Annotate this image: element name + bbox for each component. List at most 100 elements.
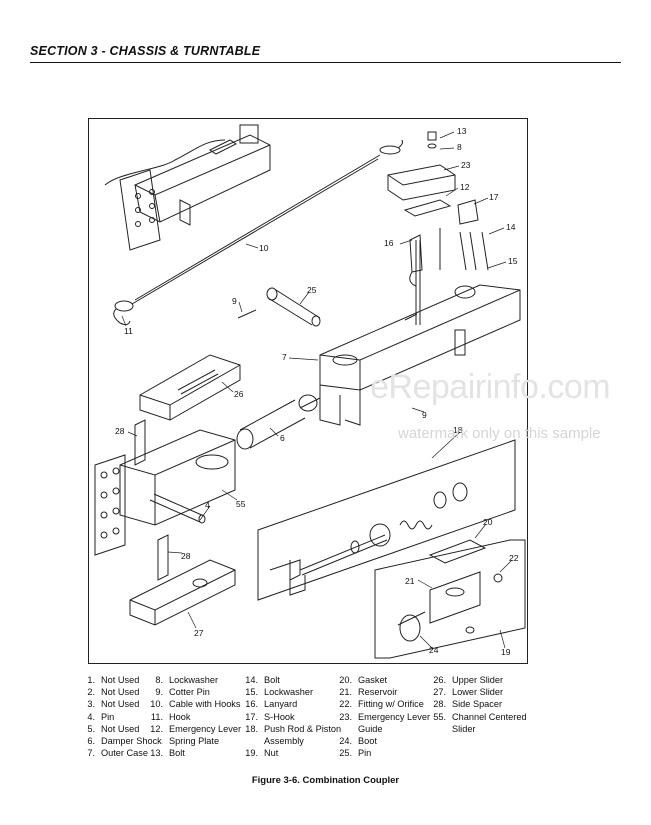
callout-22: 22 bbox=[509, 553, 519, 563]
legend-item-text: Channel Centered bbox=[452, 711, 527, 722]
legend-item-number: 22. bbox=[339, 699, 352, 710]
callout-9: 9 bbox=[232, 296, 237, 306]
callout-11: 11 bbox=[124, 326, 133, 336]
legend-item-text: Lockwasher bbox=[264, 687, 314, 698]
legend-item: 26.Upper Slider bbox=[427, 674, 527, 686]
callout-24: 24 bbox=[429, 645, 439, 655]
callout-21: 21 bbox=[405, 576, 415, 586]
legend-item: 13. Bolt bbox=[144, 747, 241, 759]
legend-item-number: 2. bbox=[87, 687, 95, 698]
legend-item-text: Boot bbox=[358, 736, 377, 747]
callout-18: 18 bbox=[453, 425, 463, 435]
callout-15: 15 bbox=[508, 256, 518, 266]
callout-16: 16 bbox=[384, 238, 394, 248]
legend-item: 15.Lockwasher bbox=[239, 686, 341, 698]
legend-item-text: S-Hook bbox=[264, 711, 295, 722]
legend-item-number: 17. bbox=[245, 711, 258, 722]
header-rule bbox=[30, 62, 621, 63]
legend-item: 28. Side Spacer bbox=[427, 698, 527, 710]
damper-shock-drawing bbox=[236, 394, 321, 450]
legend-item-text: Side Spacer bbox=[452, 699, 503, 710]
legend-item-number: 28. bbox=[433, 699, 446, 710]
callout-9-lower: 9 bbox=[422, 410, 427, 420]
legend-item: 20.Gasket bbox=[333, 674, 430, 686]
legend-item-text: Cotter Pin bbox=[169, 687, 210, 698]
legend-item-text: Cable with Hooks bbox=[169, 699, 241, 710]
legend-item: 7.Outer Case bbox=[76, 747, 162, 759]
legend-item-text: Not Used bbox=[101, 687, 140, 698]
legend-item-number: 14. bbox=[245, 675, 258, 685]
hitch-assembly-drawing bbox=[104, 124, 271, 251]
legend-item-text: Not Used bbox=[101, 723, 140, 734]
legend-item-text: Assembly bbox=[264, 736, 304, 747]
legend-item-number: 55. bbox=[433, 711, 446, 722]
legend-item-number bbox=[144, 735, 163, 747]
legend-item: 2. Not Used bbox=[76, 686, 162, 698]
side-spacer-drawing bbox=[134, 419, 169, 581]
legend-item: 23.Emergency Lever bbox=[333, 711, 430, 723]
legend-item-number: 11. bbox=[150, 711, 163, 722]
callout-7: 7 bbox=[282, 352, 287, 362]
legend-item: 9.Cotter Pin bbox=[144, 686, 241, 698]
legend-item-text: Bolt bbox=[169, 748, 185, 759]
legend-item-text: Push Rod & Piston bbox=[264, 723, 342, 734]
legend-item-text: Fitting w/ Orifice bbox=[358, 699, 424, 710]
legend-item-text: Emergency Lever bbox=[169, 723, 242, 734]
callout-27: 27 bbox=[194, 628, 204, 638]
legend-item: Slider bbox=[427, 723, 527, 735]
legend-item: 1.Not Used bbox=[76, 674, 162, 686]
legend-item-text: Lanyard bbox=[264, 699, 298, 710]
legend-item-number: 13. bbox=[150, 748, 163, 759]
legend-item-number bbox=[427, 723, 446, 735]
reservoir-panel-drawing bbox=[374, 539, 526, 659]
section-title: SECTION 3 - CHASSIS & TURNTABLE bbox=[30, 44, 261, 58]
legend-item-number: 18. bbox=[245, 723, 258, 734]
legend-item-number: 16. bbox=[245, 699, 258, 710]
legend-item: Spring Plate bbox=[144, 735, 241, 747]
legend-item-number bbox=[333, 723, 352, 735]
legend-item-text: Pin bbox=[358, 748, 372, 759]
callout-17: 17 bbox=[489, 192, 499, 202]
legend-item-number: 7. bbox=[87, 748, 95, 759]
legend-item-text: Lower Slider bbox=[452, 687, 504, 698]
upper-slider-drawing bbox=[139, 354, 241, 421]
legend-item-number: 6. bbox=[87, 736, 95, 747]
legend-item-number: 24. bbox=[339, 736, 352, 747]
legend-item-text: Guide bbox=[358, 723, 383, 734]
callout-28-upper: 28 bbox=[115, 426, 125, 436]
legend-item-number: 23. bbox=[339, 711, 352, 722]
legend-item-number: 8. bbox=[155, 675, 163, 685]
legend-item-number: 20. bbox=[339, 675, 352, 685]
watermark-subtext: watermark only on this sample bbox=[398, 425, 601, 442]
legend-item-text: Nut bbox=[264, 748, 279, 759]
figure-frame bbox=[88, 118, 528, 664]
legend-item-number: 21. bbox=[339, 687, 352, 698]
callout-28-lower: 28 bbox=[181, 551, 191, 561]
callout-14: 14 bbox=[506, 222, 516, 232]
legend-item-text: Not Used bbox=[101, 699, 140, 710]
legend-item-text: Spring Plate bbox=[169, 736, 220, 747]
legend-item-number: 10. bbox=[150, 699, 163, 710]
legend-item-text: Pin bbox=[101, 711, 115, 722]
lower-slider-drawing bbox=[129, 559, 236, 626]
legend-item: 25.Pin bbox=[333, 747, 430, 759]
legend-item: 3. Not Used bbox=[76, 698, 162, 710]
legend-item-text: Slider bbox=[452, 723, 476, 734]
legend-item-number: 1. bbox=[87, 675, 95, 685]
callout-19: 19 bbox=[501, 647, 511, 657]
legend-item: Assembly bbox=[239, 735, 341, 747]
legend-item-number: 3. bbox=[87, 699, 95, 710]
legend-item: 24. Boot bbox=[333, 735, 430, 747]
legend-item-text: Hook bbox=[169, 711, 191, 722]
callout-10: 10 bbox=[259, 243, 269, 253]
outer-case-drawing bbox=[319, 284, 521, 426]
channel-slider-drawing bbox=[94, 429, 236, 556]
legend-item: 18. Push Rod & Piston bbox=[239, 723, 341, 735]
callout-4: 4 bbox=[205, 500, 210, 510]
cable-drawing bbox=[113, 139, 403, 326]
figure-caption: Figure 3-6. Combination Coupler bbox=[251, 775, 400, 786]
legend-item-text: Reservoir bbox=[358, 687, 398, 698]
